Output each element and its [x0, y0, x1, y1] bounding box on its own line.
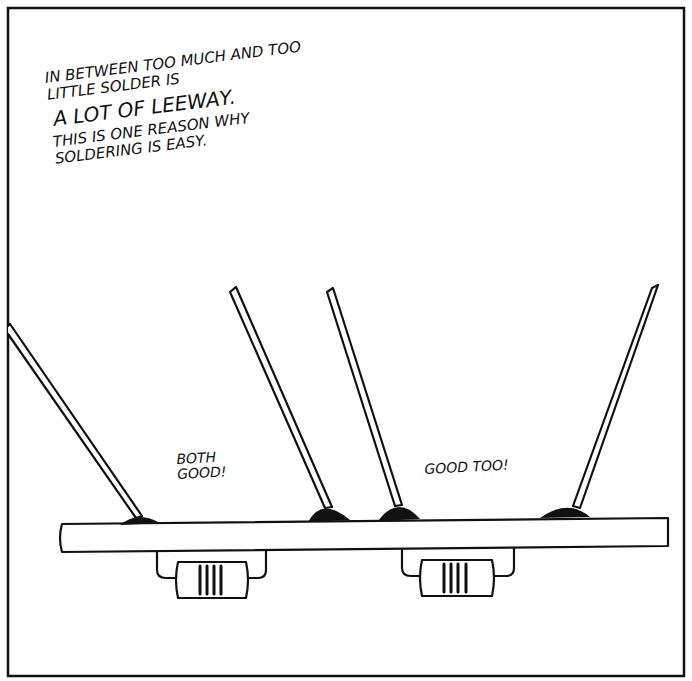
component-lead	[327, 288, 402, 506]
resistor-bands	[200, 566, 221, 594]
callout-text: BOTH GOOD!	[176, 448, 258, 483]
component-lead	[8, 324, 142, 518]
component-lead	[573, 285, 658, 508]
resistor-lead	[157, 552, 176, 578]
resistor-lead	[402, 550, 420, 576]
resistor-symbol	[420, 560, 494, 596]
resistor-lead	[494, 548, 514, 576]
resistor-bands	[444, 564, 466, 592]
solder-joint	[378, 507, 420, 521]
solder-joint	[120, 517, 160, 525]
solder-joint	[540, 508, 590, 518]
resistor-symbol	[176, 562, 248, 598]
panel-frame	[8, 8, 684, 676]
callout-text: GOOD TOO!	[424, 455, 565, 478]
resistor-lead	[248, 550, 266, 578]
solder-joint	[308, 508, 350, 522]
component-lead	[230, 287, 332, 508]
